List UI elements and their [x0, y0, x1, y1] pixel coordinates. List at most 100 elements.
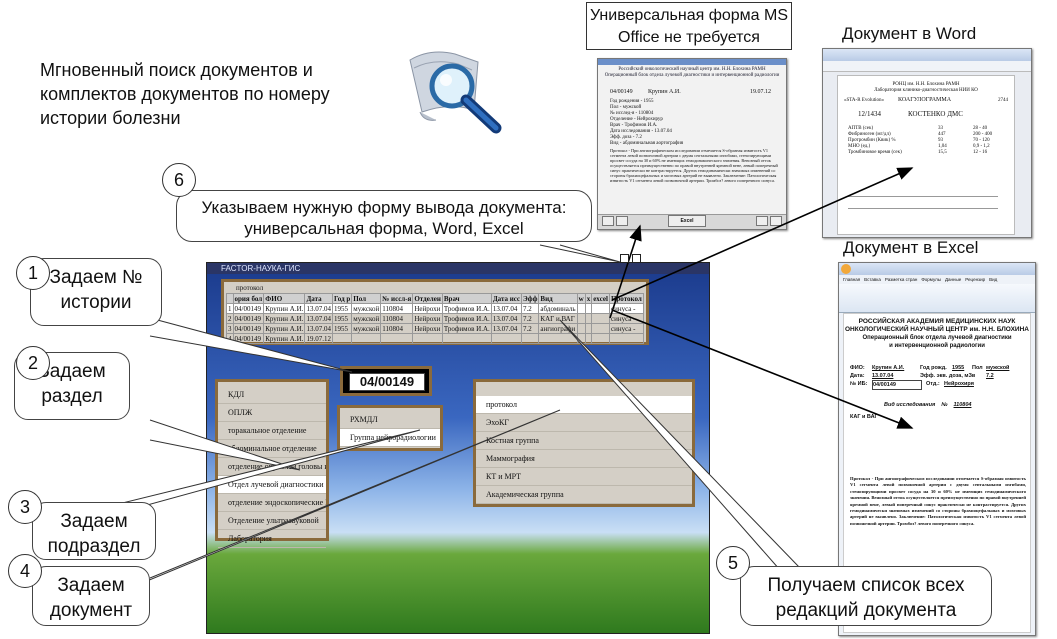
grid-header[interactable]: Дата исс: [490, 293, 522, 304]
ribbon-tab[interactable]: Разметка стран: [884, 277, 918, 282]
callout-number: 2: [16, 346, 50, 380]
grid-header[interactable]: Вид: [538, 293, 578, 304]
grid-header[interactable]: Год р: [331, 293, 353, 304]
word-document-window: РОНЦ им. Н.Н. Блохина РАМН Лаборатория к…: [822, 48, 1032, 238]
callout-subsection: Задаем подраздел: [32, 502, 156, 560]
table-cell: Нейрохи: [412, 303, 443, 314]
grid-header[interactable]: ория бол: [232, 293, 265, 304]
word-line2: Лаборатория клинико-диагностическая НИИ …: [874, 88, 978, 93]
table-cell: 13.07.04: [304, 303, 333, 314]
subsection-item[interactable]: РХМДЛ: [340, 411, 440, 429]
grid-header[interactable]: Врач: [441, 293, 492, 304]
table-cell: абдоминаль: [538, 303, 578, 314]
table-cell: Нейрохи: [412, 323, 443, 334]
table-cell: [591, 313, 610, 324]
ribbon-tab[interactable]: Формулы: [921, 277, 941, 282]
table-cell: 13.07.04: [304, 313, 333, 324]
ribbon-tab[interactable]: Данные: [944, 277, 962, 282]
word-form-checkbox[interactable]: [632, 254, 641, 263]
grid-header[interactable]: Отделен: [412, 293, 443, 304]
table-cell: [576, 323, 586, 334]
excel-title2: ОНКОЛОГИЧЕСКИЙ НАУЧНЫЙ ЦЕНТР им. Н.Н. БЛ…: [845, 326, 1029, 333]
document-item[interactable]: ЭхоКГ: [476, 414, 692, 432]
universal-body: Протокол - При ангиографическом исследов…: [610, 148, 778, 183]
section-item[interactable]: торакальное отделение: [218, 422, 326, 440]
section-item[interactable]: отделение эндоскопические №: [218, 494, 326, 512]
ribbon-tab[interactable]: Вставка: [864, 277, 881, 282]
document-item[interactable]: Маммография: [476, 450, 692, 468]
section-item[interactable]: отделение опухолей головы и: [218, 458, 326, 476]
grid-header[interactable]: Дата: [304, 293, 333, 304]
grid-header[interactable]: Пол: [351, 293, 382, 304]
grid-header[interactable]: ФИО: [263, 293, 306, 304]
subsection-item-selected[interactable]: Группа нейрорадиологии: [340, 429, 440, 447]
grid-header[interactable]: № иссл-я: [380, 293, 414, 304]
word-right-label: 2744: [998, 98, 1008, 103]
table-cell: [576, 303, 586, 314]
document-item[interactable]: Костная группа: [476, 432, 692, 450]
excel-title3: Операционный блок отдела лучевой диагнос…: [862, 335, 1012, 341]
table-cell: 04/00149: [232, 303, 265, 314]
universal-header2: Операционный блок отдела лучевой диагнос…: [604, 73, 780, 78]
universal-header1: Российский онкологический научный центр …: [618, 67, 766, 72]
word-line1: РОНЦ им. Н.Н. Блохина РАМН: [892, 82, 960, 87]
section-item[interactable]: Отделение ультразвуковой: [218, 512, 326, 530]
table-cell: 110804: [380, 313, 414, 324]
close-icon[interactable]: [770, 216, 782, 226]
table-cell: 7.2: [520, 303, 540, 314]
universal-fields: Год рождения - 1955 Пол - мужской № иссл…: [610, 99, 778, 183]
grid-header[interactable]: Протокол: [608, 293, 645, 304]
table-cell: [591, 303, 610, 314]
table-cell: 7.2: [520, 323, 540, 334]
table-cell: 13.07.04: [490, 303, 522, 314]
office-button-icon[interactable]: [841, 264, 851, 274]
document-item[interactable]: Академическая группа: [476, 486, 692, 504]
excel-export-button[interactable]: Excel: [668, 215, 706, 227]
ribbon-tab[interactable]: Вид: [989, 277, 998, 282]
section-item-selected[interactable]: Отдел лучевой диагностики: [218, 476, 326, 494]
document-item-selected[interactable]: протокол: [476, 396, 692, 414]
universal-id: 04/00149: [610, 89, 633, 95]
ribbon-tab[interactable]: Главная: [843, 277, 861, 282]
section-item[interactable]: Лаборатория: [218, 530, 326, 548]
table-cell: 04/00149: [232, 323, 265, 334]
table-cell: [538, 333, 578, 344]
callout-number: 6: [162, 163, 196, 197]
section-item[interactable]: КДЛ: [218, 386, 326, 404]
print-icon[interactable]: [602, 216, 614, 226]
table-cell: Трофимов И.А.: [441, 313, 492, 324]
table-cell: 1955: [331, 323, 353, 334]
ribbon-tab[interactable]: Рецензир: [965, 277, 986, 282]
excel-study-name: КАГ и ВАГ: [850, 414, 878, 420]
table-cell: [576, 333, 586, 344]
grid-header[interactable]: excel: [591, 293, 610, 304]
word-patient: КОСТЕНКО ДМС: [908, 110, 963, 118]
callout-revisions: Получаем список всех редакций документа: [740, 566, 992, 626]
grid-header-row: ория бол ФИО Дата Год р Пол № иссл-я Отд…: [226, 293, 645, 304]
history-number-input[interactable]: 04/00149: [349, 373, 425, 391]
grid-caption: протокол: [236, 284, 264, 292]
table-cell: Нейрохи: [412, 313, 443, 324]
table-cell: [490, 333, 522, 344]
document-item[interactable]: КТ и МРТ: [476, 468, 692, 486]
section-item[interactable]: абдоминальное отделение: [218, 440, 326, 458]
word-export-icon[interactable]: [756, 216, 768, 226]
table-cell: Крупин А.И.: [263, 323, 306, 334]
grid-header[interactable]: Эфф: [520, 293, 540, 304]
table-cell: 7.2: [520, 313, 540, 324]
subsections-panel: РХМДЛ Группа нейрорадиологии: [337, 405, 443, 451]
table-cell: синуса -: [608, 303, 645, 314]
table-cell: Крупин А.И.: [263, 333, 306, 344]
table-cell: мужской: [351, 313, 382, 324]
save-icon[interactable]: [616, 216, 628, 226]
universal-form-checkbox[interactable]: [620, 254, 629, 263]
grid-header[interactable]: w: [576, 293, 586, 304]
section-item[interactable]: ОПЛЖ: [218, 404, 326, 422]
table-cell: [351, 333, 382, 344]
table-cell: 13.07.04: [304, 323, 333, 334]
word-doc-label: Документ в Word: [842, 24, 977, 43]
